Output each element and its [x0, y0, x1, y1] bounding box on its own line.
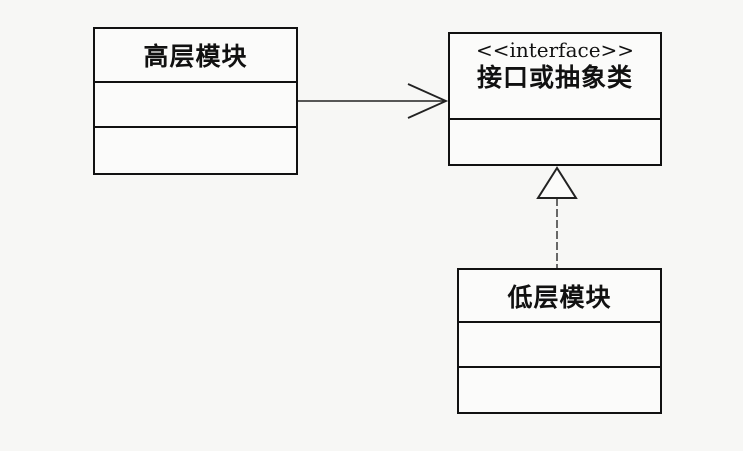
dependency-arrow[interactable] [298, 83, 449, 119]
class-high-level[interactable]: 高层模块 [93, 27, 298, 175]
realization-arrow[interactable] [536, 166, 578, 268]
class-low-level-attributes [459, 321, 660, 366]
class-low-level-name: 低层模块 [507, 282, 612, 312]
class-low-level[interactable]: 低层模块 [457, 268, 662, 414]
class-low-level-methods [459, 366, 660, 412]
class-interface-body [450, 118, 660, 164]
class-high-level-methods [95, 126, 296, 173]
class-interface[interactable]: <<interface>> 接口或抽象类 [448, 32, 662, 166]
class-high-level-name: 高层模块 [143, 42, 248, 71]
realization-arrowhead [536, 166, 578, 199]
class-interface-name: 接口或抽象类 [476, 63, 633, 92]
class-interface-stereotype: <<interface>> [475, 38, 635, 62]
dependency-arrowhead [407, 83, 449, 119]
class-high-level-attributes [95, 81, 296, 126]
class-interface-header: <<interface>> 接口或抽象类 [450, 34, 660, 118]
